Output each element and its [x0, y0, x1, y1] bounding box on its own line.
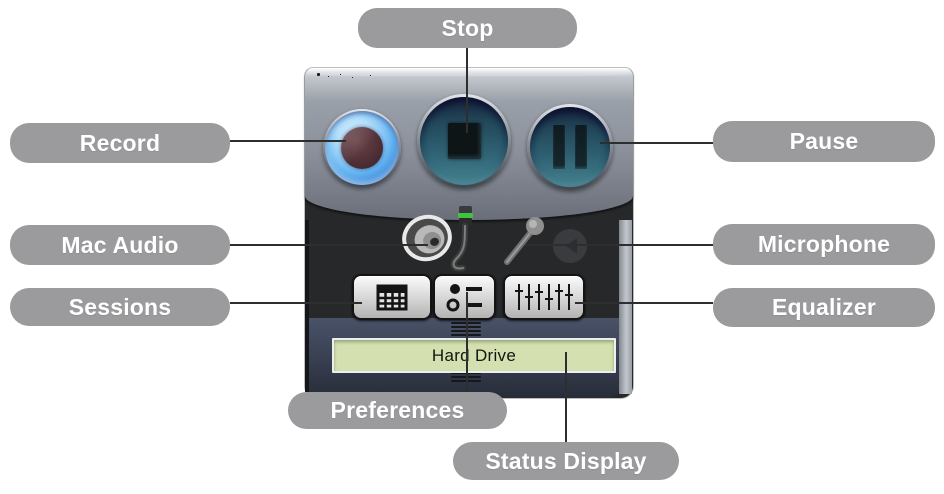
callout-mac-audio: Mac Audio — [10, 225, 230, 265]
callout-pause: Pause — [713, 121, 935, 162]
status-display-connector-line — [565, 352, 567, 442]
stop-face — [420, 97, 508, 185]
record-core — [341, 127, 383, 169]
speaker-icon[interactable] — [399, 208, 455, 268]
record-glow-ring — [325, 111, 399, 185]
panel-edge-detail — [317, 73, 320, 76]
stop-connector-line — [466, 48, 468, 133]
case-left-edge — [305, 220, 309, 392]
microphone-icon[interactable] — [497, 210, 549, 266]
callout-record: Record — [10, 123, 230, 163]
stop-square-icon — [447, 123, 481, 159]
record-connector-line — [230, 140, 346, 142]
callout-sessions: Sessions — [10, 288, 230, 326]
equalizer-connector-line — [575, 302, 713, 304]
pause-connector-line — [600, 142, 713, 144]
sessions-button[interactable] — [352, 274, 432, 320]
preferences-sliders-icon — [446, 284, 482, 312]
stop-button[interactable] — [417, 94, 511, 188]
preferences-button[interactable] — [433, 274, 496, 320]
sessions-grid-icon — [376, 284, 408, 310]
equalizer-sliders-icon — [515, 284, 573, 310]
pause-bars-icon — [553, 125, 587, 169]
preferences-connector-line — [466, 292, 468, 392]
sessions-connector-line — [230, 302, 362, 304]
audio-recorder-window: Hard Drive — [305, 68, 633, 398]
status-display-text: Hard Drive — [431, 345, 517, 365]
callout-stop: Stop — [358, 8, 577, 48]
cable-led-icon — [450, 206, 473, 272]
equalizer-button[interactable] — [503, 274, 585, 320]
status-display: Hard Drive — [332, 338, 616, 373]
callout-status-display: Status Display — [453, 442, 679, 480]
pause-face — [530, 107, 610, 187]
callout-preferences: Preferences — [288, 392, 507, 429]
record-button[interactable] — [323, 109, 401, 187]
callout-microphone: Microphone — [713, 224, 935, 265]
callout-equalizer: Equalizer — [713, 288, 935, 327]
rotate-icon[interactable] — [553, 229, 587, 263]
case-right-edge — [619, 220, 632, 394]
mac-audio-connector-line — [230, 244, 428, 246]
panel-top-highlight — [307, 68, 631, 77]
pause-button[interactable] — [527, 104, 613, 190]
microphone-connector-line — [525, 244, 713, 246]
